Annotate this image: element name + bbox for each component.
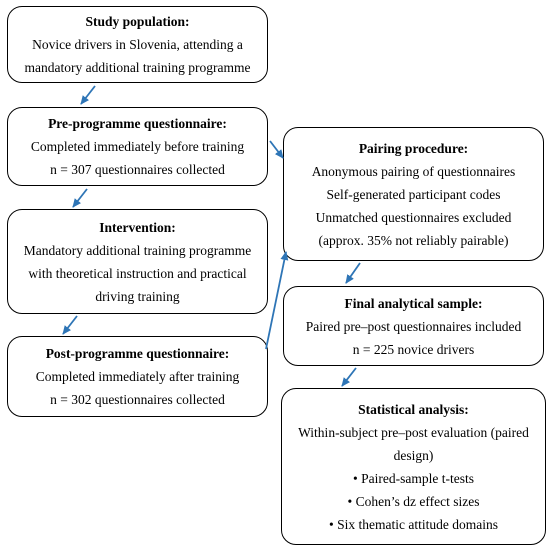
pairing-procedure-line-2: Self-generated participant codes xyxy=(326,186,501,202)
post-programme-line-2: n = 302 questionnaires collected xyxy=(50,392,225,407)
pairing-procedure-line-3: Unmatched questionnaires excluded xyxy=(315,209,512,225)
intervention-line-1: Mandatory additional training programme xyxy=(23,242,252,258)
intervention-line-3: driving training xyxy=(95,288,180,304)
arrow-post-to-pairing xyxy=(265,251,289,350)
study-population-line-2: mandatory additional training programme xyxy=(24,60,251,75)
pairing-procedure-title: Pairing procedure: xyxy=(358,140,469,156)
final-sample-line-1: Paired pre–post questionnaires included xyxy=(305,318,522,334)
study-population-box: Study population: Novice drivers in Slov… xyxy=(7,6,268,83)
arrow-study-to-pre xyxy=(80,85,96,105)
final-sample-line-2: n = 225 novice drivers xyxy=(352,341,475,357)
study-population-title: Study population: xyxy=(85,14,190,29)
pairing-procedure-line-1: Anonymous pairing of questionnaires xyxy=(311,163,516,179)
final-sample-box: Final analytical sample: Paired pre–post… xyxy=(283,286,544,366)
pre-programme-title: Pre-programme questionnaire: xyxy=(48,116,227,131)
pre-programme-line-1: Completed immediately before training xyxy=(30,139,245,154)
arrow-pre-to-intervention xyxy=(72,188,88,208)
final-sample-title: Final analytical sample: xyxy=(344,295,483,311)
statistical-analysis-line-5: • Six thematic attitude domains xyxy=(329,516,498,532)
statistical-analysis-box: Statistical analysis: Within-subject pre… xyxy=(281,388,546,545)
statistical-analysis-title: Statistical analysis: xyxy=(358,401,469,417)
pairing-procedure-box: Pairing procedure: Anonymous pairing of … xyxy=(283,127,544,261)
statistical-analysis-line-3: • Paired-sample t-tests xyxy=(353,470,474,486)
post-programme-line-1: Completed immediately after training xyxy=(35,369,240,384)
arrow-pairing-to-final xyxy=(345,262,361,284)
arrow-final-to-stat xyxy=(341,367,357,387)
statistical-analysis-line-1: Within-subject pre–post evaluation (pair… xyxy=(298,424,529,440)
post-programme-box: Post-programme questionnaire: Completed … xyxy=(7,336,268,417)
intervention-box: Intervention: Mandatory additional train… xyxy=(7,209,268,314)
pairing-procedure-line-4: (approx. 35% not reliably pairable) xyxy=(318,232,509,248)
study-population-line-1: Novice drivers in Slovenia, attending a xyxy=(32,37,243,52)
intervention-line-2: with theoretical instruction and practic… xyxy=(28,265,247,281)
post-programme-title: Post-programme questionnaire: xyxy=(45,346,230,361)
statistical-analysis-line-2: design) xyxy=(393,447,434,463)
pre-programme-line-2: n = 307 questionnaires collected xyxy=(50,162,225,177)
arrow-pre-to-pairing xyxy=(269,140,284,159)
statistical-analysis-line-4: • Cohen’s dz effect sizes xyxy=(347,493,480,509)
arrow-intervention-to-post xyxy=(62,315,78,335)
intervention-title: Intervention: xyxy=(99,219,176,235)
pre-programme-box: Pre-programme questionnaire: Completed i… xyxy=(7,107,268,186)
